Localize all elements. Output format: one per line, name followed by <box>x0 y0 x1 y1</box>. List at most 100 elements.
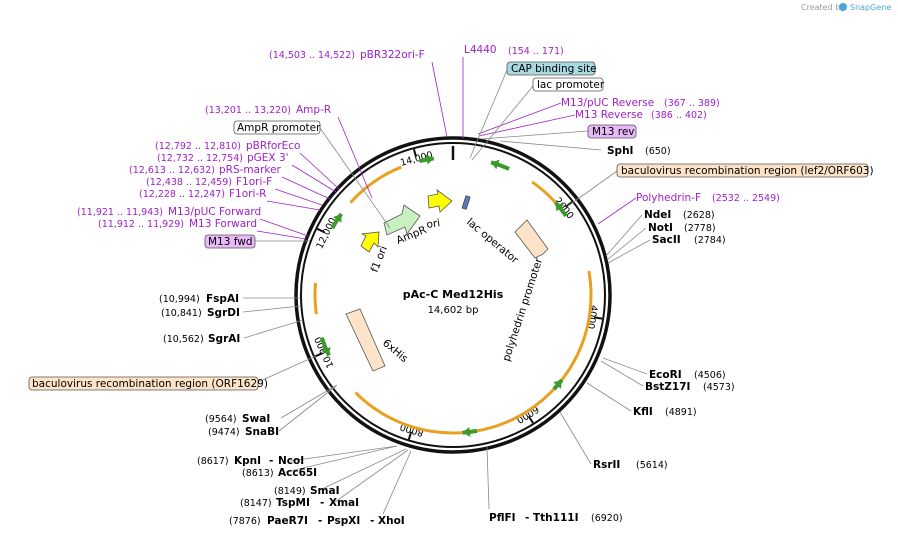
6xhis-box <box>345 308 386 372</box>
primer-pbr322ori-f[interactable]: pBR322ori-F <box>360 49 425 61</box>
primer-leader <box>256 230 307 240</box>
backbone-inner <box>300 142 606 448</box>
polyhedrin-promoter-label: polyhedrin promoter <box>500 256 545 363</box>
site-sphi[interactable]: SphI <box>607 145 633 157</box>
feature-leader <box>257 355 317 383</box>
site-leader <box>606 227 647 261</box>
baculovirus-arc <box>354 270 593 435</box>
plasmid-size: 14,602 bp <box>428 305 479 316</box>
site-noti-pos: (2778) <box>684 223 716 234</box>
primer-f1ori-f-pos: (12,438 .. 12,459) <box>146 177 232 188</box>
lac-promoter-box[interactable] <box>532 77 604 92</box>
site-rsrii-pos: (5614) <box>636 460 668 471</box>
baculovirus-region-orf1629-box[interactable] <box>28 376 259 391</box>
primer-m13-puc-forward-pos: (11,921 .. 11,943) <box>77 207 163 218</box>
ampr-arrow <box>383 204 421 236</box>
primer-amp-r[interactable]: Amp-R <box>296 104 331 116</box>
restriction-sites: SphI (650) NdeI (2628) NotI (2778) SacII… <box>159 145 735 527</box>
site-kfli[interactable]: KflI <box>633 406 653 418</box>
credit: Created by SnapGene <box>801 3 891 12</box>
ampr-promoter-label: AmpR promoter <box>237 122 321 134</box>
primer-f1ori-r[interactable]: F1ori-R <box>229 188 266 200</box>
primer-polyhedrin-f[interactable]: Polyhedrin-F <box>636 192 701 204</box>
site-kfli-pos: (4891) <box>665 407 697 418</box>
site-sep-4: - <box>320 497 324 509</box>
primer-l4440[interactable]: L4440 <box>464 44 497 56</box>
site-sep-3: - <box>370 515 374 527</box>
site-fspai[interactable]: FspAI <box>206 293 239 305</box>
primer-amp-r-pos: (13,201 .. 13,220) <box>205 105 291 116</box>
primer-m13-reverse[interactable]: M13 Reverse <box>575 109 643 121</box>
primer-polyhedrin-f-pos: (2532 .. 2549) <box>712 193 780 204</box>
site-leader <box>602 357 648 375</box>
site-smai[interactable]: SmaI <box>310 485 340 497</box>
ampr-promoter-box[interactable] <box>233 120 321 135</box>
m13-rev-box[interactable] <box>587 124 637 139</box>
site-paer7i[interactable]: PaeR7I <box>267 515 308 527</box>
primer-prs-marker[interactable]: pRS-marker <box>219 164 282 176</box>
orf-arrow-head <box>462 427 471 437</box>
site-snabi-pos: (9474) <box>208 427 240 438</box>
primer-prs-marker-pos: (12,613 .. 12,632) <box>129 165 215 176</box>
site-ndei[interactable]: NdeI <box>644 209 671 221</box>
cap-binding-site-label: CAP binding site <box>511 63 597 75</box>
site-sphi-pos: (650) <box>645 146 671 157</box>
site-fspai-pos: (10,994) <box>159 294 200 305</box>
site-xhoi[interactable]: XhoI <box>378 515 405 527</box>
site-pflfi[interactable]: PflFI <box>489 512 516 524</box>
primer-f1ori-f[interactable]: F1ori-F <box>236 176 272 188</box>
site-tspmi[interactable]: TspMI <box>276 497 310 509</box>
m13-rev-label: M13 rev <box>592 126 635 138</box>
baculovirus-region-lef2-label: baculovirus recombination region (lef2/O… <box>621 165 874 177</box>
primer-leader <box>274 188 323 206</box>
site-sep-1: - <box>525 512 529 524</box>
orf-arrow-head <box>321 346 331 356</box>
backbone-outer <box>294 136 612 454</box>
f1-ori-label: f1 ori <box>369 244 390 274</box>
baculovirus-region-lef2-box[interactable] <box>616 163 869 178</box>
site-snabi[interactable]: SnaBI <box>245 426 279 438</box>
site-noti[interactable]: NotI <box>648 222 673 234</box>
site-ncoi[interactable]: NcoI <box>278 455 304 467</box>
primer-leader <box>281 176 331 200</box>
primer-m13-puc-forward[interactable]: M13/pUC Forward <box>168 206 261 218</box>
lac-operator-label: lac operator <box>464 216 521 267</box>
ruler-tick <box>412 148 417 158</box>
orf-arrow-head <box>555 202 565 212</box>
site-acc65i[interactable]: Acc65I <box>278 467 317 479</box>
orf-arrow-head <box>425 154 434 165</box>
site-leader <box>600 360 644 387</box>
inner-features: AmpR ori f1 ori lac operator polyhedrin … <box>345 189 549 372</box>
site-rsrii[interactable]: RsrII <box>593 459 620 471</box>
primer-leader <box>291 164 337 193</box>
cap-binding-site-box[interactable] <box>506 61 596 76</box>
ruler-tick <box>565 201 573 208</box>
primer-pgex3[interactable]: pGEX 3' <box>247 152 289 164</box>
primer-m13-forward[interactable]: M13 Forward <box>189 218 257 230</box>
primer-pbrforeco[interactable]: pBRforEco <box>246 140 300 152</box>
site-sacii[interactable]: SacII <box>652 234 681 246</box>
site-bstz17i[interactable]: BstZ17I <box>645 381 690 393</box>
site-leader <box>319 448 407 491</box>
site-leader <box>242 305 301 313</box>
site-swai[interactable]: SwaI <box>242 413 270 425</box>
site-kpni-pos: (8617) <box>197 456 229 467</box>
site-leader <box>243 319 304 339</box>
m13-fwd-label: M13 fwd <box>208 236 253 248</box>
site-pspxi[interactable]: PspXI <box>327 515 360 527</box>
primer-m13-puc-reverse[interactable]: M13/pUC Reverse <box>561 97 654 109</box>
site-leader <box>280 384 338 419</box>
site-tth111i[interactable]: Tth111I <box>533 512 578 524</box>
site-sacii-pos: (2784) <box>694 235 726 246</box>
site-leader <box>499 140 602 151</box>
site-ecori[interactable]: EcoRI <box>649 369 682 381</box>
site-sep-2: - <box>318 515 322 527</box>
site-xmai[interactable]: XmaI <box>329 497 359 509</box>
ruler-tick <box>314 352 323 358</box>
site-sgrai[interactable]: SgrAI <box>208 333 240 345</box>
m13-fwd-box[interactable] <box>204 234 256 249</box>
annotation-boxes: CAP binding site lac promoter M13 rev ba… <box>28 61 874 391</box>
site-kpni[interactable]: KpnI <box>234 455 261 467</box>
orf-arrow-head <box>553 379 562 389</box>
site-sgrdi[interactable]: SgrDI <box>207 307 240 319</box>
